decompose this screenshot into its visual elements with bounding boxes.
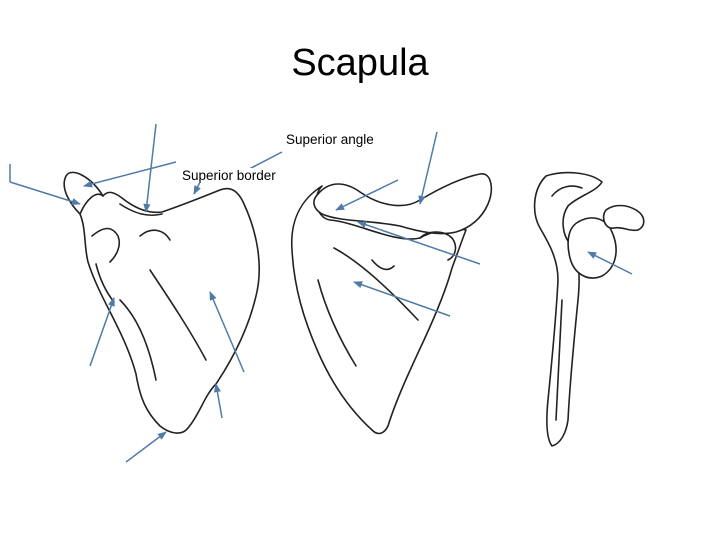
pointer-arrow [83,161,177,188]
slide-title: Scapula [291,42,429,84]
scapula-posterior-view [290,173,493,435]
pointer-arrow [89,297,115,367]
scapula-anterior-view [63,171,261,434]
label-superior-border: Superior border [181,168,277,183]
label-superior-angle: Superior angle [285,132,375,147]
pointer-arrow [353,281,451,317]
pointer-arrow [587,251,633,275]
pointer-arrow [125,431,167,463]
scapula-lateral-view [533,171,645,447]
pointer-arrow [213,383,223,419]
pointer-arrow [335,179,399,211]
label-pointer-arrows [9,123,633,463]
pointer-arrow [9,181,81,206]
pointer-arrow [143,123,157,213]
pointer-arrow [418,131,438,205]
pointer-arrow [209,291,245,373]
pointer-arrow [357,221,481,265]
